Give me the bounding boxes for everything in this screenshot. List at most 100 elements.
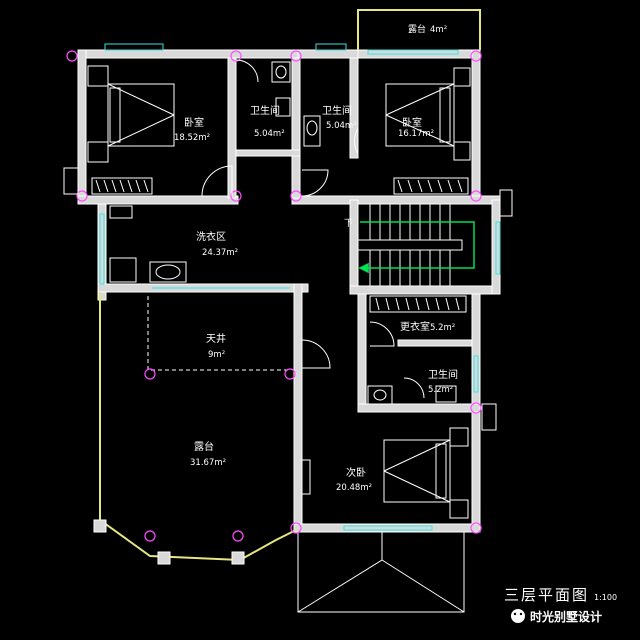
- stair-arrow: [358, 221, 475, 274]
- stair-arrow-head: [358, 262, 369, 274]
- label-second-bedroom: 次卧: [346, 466, 366, 479]
- bed-second: [301, 427, 469, 519]
- wardrobe-left-hangers: [95, 179, 149, 193]
- sink-bath-right: [367, 385, 393, 405]
- wall-bath-bath: [291, 57, 301, 199]
- area-bath-mid: 5.04m²: [326, 121, 357, 131]
- pillow-right: [439, 87, 451, 143]
- window-second-bedroom: [343, 525, 433, 531]
- nightstand-2: [87, 141, 109, 163]
- label-bedroom-left: 卧室: [184, 116, 204, 129]
- laundry-sink: [149, 261, 187, 283]
- room-labels: 卧室 18.52m² 卫生间 5.04m² 卫生间 5.04m² 卧室 16.1…: [174, 23, 458, 493]
- bed-line-2: [107, 114, 175, 147]
- wall-center-lower: [293, 283, 303, 531]
- marker-4: [470, 50, 482, 62]
- marker-14: [290, 522, 302, 534]
- label-terrace: 露台: [194, 440, 214, 453]
- balcony-top: [357, 9, 481, 50]
- door-second-bedroom: [301, 339, 331, 369]
- nightstand-6: [449, 499, 469, 519]
- basin-bath-left: [275, 65, 287, 79]
- bed-line-5: [383, 439, 451, 472]
- area-terrace: 31.67m²: [190, 458, 226, 468]
- area-bedroom-right: 16.17m²: [398, 129, 434, 139]
- watermark: 时光别墅设计: [511, 609, 602, 624]
- column-2: [157, 551, 171, 565]
- door-bedroom-right: [354, 127, 359, 155]
- drawing-scale-text: 1:100: [594, 593, 617, 602]
- bed-frame-left: [107, 83, 175, 147]
- sink-bath-left: [271, 61, 291, 83]
- wall-left-upper: [77, 49, 87, 203]
- wardrobe-left-body: [91, 177, 153, 195]
- wardrobe-right: [393, 177, 469, 195]
- label-bath-left: 卫生间: [250, 104, 280, 117]
- wall-dressing-bath: [397, 339, 473, 347]
- window-bedroom-left: [104, 43, 164, 51]
- stair-arrow-path: [360, 221, 475, 269]
- area-bedroom-left: 18.52m²: [174, 133, 210, 143]
- bed-frame-second: [383, 439, 451, 503]
- label-stair-down: 下: [344, 219, 353, 229]
- wechat-icon-eye-2: [519, 612, 523, 616]
- label-dressing: 更衣室: [400, 320, 430, 333]
- bath-right-fixtures: [367, 385, 457, 405]
- label-balcony-top: 露台: [408, 23, 426, 35]
- ac-right-lower: [481, 403, 497, 431]
- area-balcony-top: 4m²: [430, 25, 447, 35]
- windows: [99, 43, 501, 531]
- label-bedroom-right: 卧室: [402, 116, 422, 129]
- door-bath-mid: [301, 169, 329, 197]
- ac-units: [63, 167, 513, 431]
- marker-2: [230, 50, 242, 62]
- laundry-fixtures: [109, 205, 187, 283]
- marker-3: [290, 50, 302, 62]
- cabinet-laundry: [109, 205, 133, 219]
- toilet-bath-right: [435, 385, 457, 403]
- area-skywell: 9m²: [208, 350, 225, 360]
- marker-10: [284, 368, 296, 380]
- wechat-icon: [511, 609, 525, 623]
- watermark-text: 时光别墅设计: [530, 609, 602, 624]
- area-second-bedroom: 20.48m²: [336, 483, 372, 493]
- window-bath-mid: [315, 43, 347, 51]
- stair: [357, 203, 493, 287]
- bed-left: [87, 65, 175, 163]
- wall-bath-bed: [349, 57, 359, 159]
- window-bath-right: [473, 355, 479, 393]
- door-dressing: [369, 321, 395, 347]
- dressing-rack: [369, 295, 467, 313]
- stair-landing-divider: [357, 239, 463, 251]
- window-stair: [495, 221, 501, 275]
- nightstand-5: [449, 427, 469, 447]
- bath-mid-fixtures: [303, 115, 321, 147]
- wall-under-right: [291, 195, 501, 205]
- marker-12: [232, 530, 244, 542]
- wall-bath-right-bottom: [357, 403, 481, 413]
- terrace-columns: [93, 519, 245, 565]
- marker-6: [230, 190, 242, 202]
- window-balcony: [367, 49, 459, 55]
- wall-bottom: [293, 523, 481, 533]
- wall-bath-bottom: [235, 149, 301, 157]
- bed-line-3: [385, 83, 455, 116]
- bed-line-6: [383, 470, 451, 503]
- bowl-bath-mid: [306, 120, 318, 136]
- ac-right-upper: [499, 189, 513, 217]
- bed-line-1: [107, 83, 175, 116]
- canopy: [297, 532, 465, 613]
- door-bedroom-left: [201, 165, 233, 197]
- wall-top-left: [77, 49, 299, 59]
- column-1: [93, 519, 107, 533]
- wall-under-bedroom: [77, 195, 239, 205]
- wall-top-mid: [297, 49, 359, 59]
- area-bath-right: 5.2m²: [428, 385, 453, 395]
- washer: [109, 257, 137, 283]
- doors: [201, 59, 425, 399]
- wall-stair-bottom: [349, 285, 501, 295]
- canopy-outline: [297, 532, 465, 613]
- wardrobe-right-body: [393, 177, 469, 195]
- laundry-basin: [155, 264, 181, 280]
